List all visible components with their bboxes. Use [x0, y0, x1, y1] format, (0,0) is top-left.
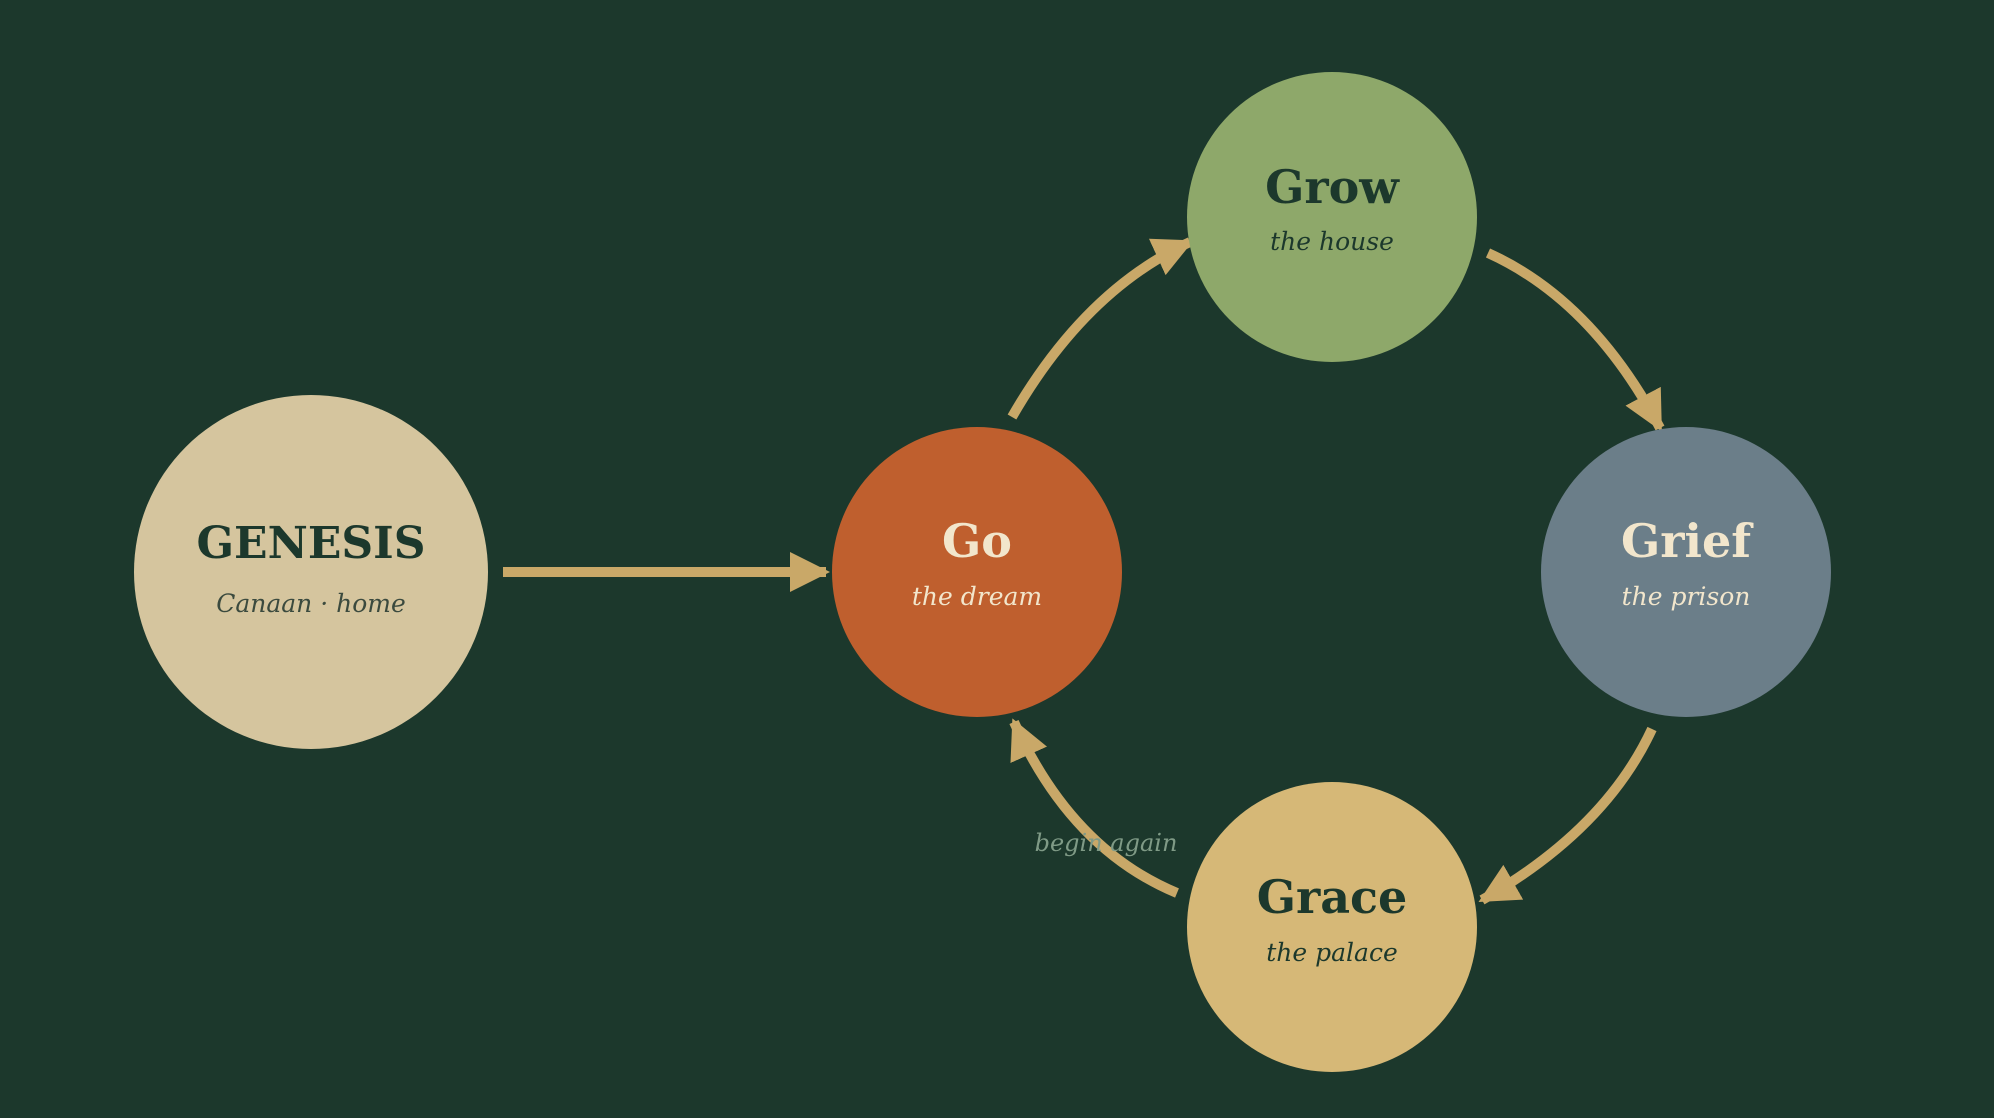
edge-label-begin-again: begin again	[1035, 829, 1178, 857]
node-go-subtitle: the dream	[912, 582, 1042, 611]
node-grow: Grow the house	[1187, 72, 1477, 362]
node-genesis-title: GENESIS	[196, 518, 425, 569]
edge-grief-to-grace	[1478, 726, 1657, 905]
node-go-circle	[832, 427, 1122, 717]
node-grace-subtitle: the palace	[1266, 938, 1398, 967]
node-go-title: Go	[942, 514, 1012, 568]
node-grace: Grace the palace	[1187, 782, 1477, 1072]
edge-grace-to-go	[1009, 718, 1179, 898]
node-grow-subtitle: the house	[1270, 227, 1394, 256]
node-grace-title: Grace	[1257, 870, 1408, 924]
node-grief-circle	[1541, 427, 1831, 717]
node-grief: Grief the prison	[1541, 427, 1831, 717]
node-go: Go the dream	[832, 427, 1122, 717]
node-grace-circle	[1187, 782, 1477, 1072]
edges	[503, 237, 1665, 905]
edge-grow-to-grief	[1485, 248, 1665, 432]
node-genesis-subtitle: Canaan · home	[216, 589, 406, 618]
node-genesis: GENESIS Canaan · home	[134, 395, 488, 749]
node-genesis-circle	[134, 395, 488, 749]
edge-go-to-grow	[1007, 237, 1194, 420]
node-grow-title: Grow	[1265, 160, 1400, 214]
node-grow-circle	[1187, 72, 1477, 362]
node-grief-title: Grief	[1621, 514, 1754, 568]
node-grief-subtitle: the prison	[1622, 582, 1751, 611]
